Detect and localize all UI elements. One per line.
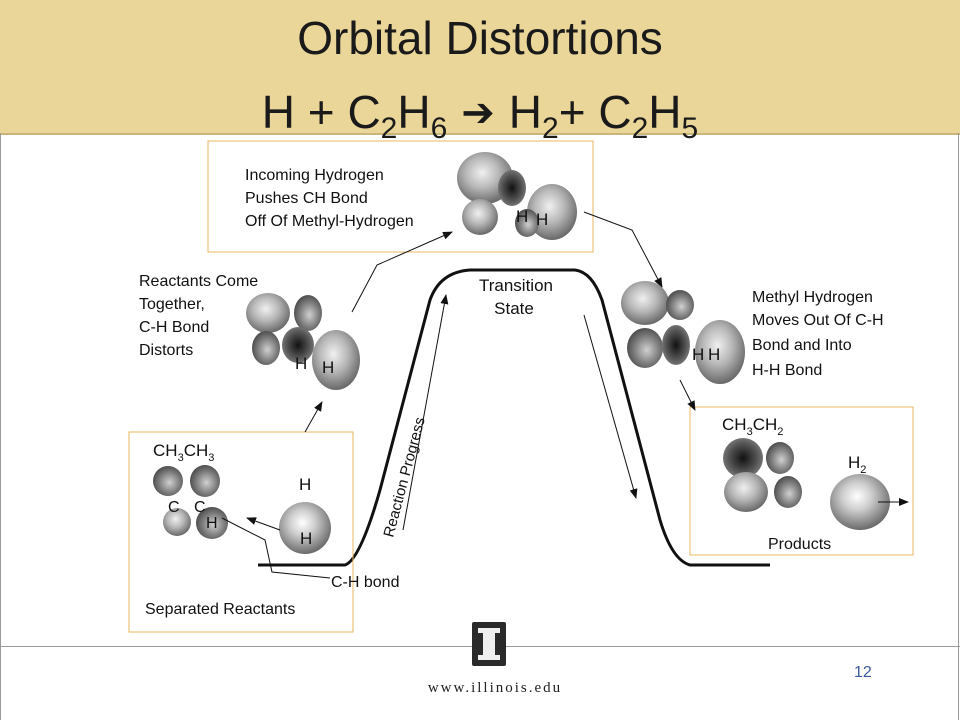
ethane-orbital: [153, 465, 228, 539]
transition-state-line1: Transition: [479, 276, 553, 295]
left-frame-line: [0, 133, 1, 720]
hydrogen-atom-orbital: [279, 502, 331, 554]
incoming-text-1: Incoming Hydrogen: [245, 167, 384, 184]
products-formula: CH3CH2: [722, 415, 783, 438]
arrow-to-reactants-come: [304, 401, 323, 433]
separated-formula: CH3CH3: [153, 441, 214, 464]
slide-title: Orbital Distortions: [297, 12, 663, 64]
reaction-equation: H + C2H6➔H2+ C2H5: [0, 82, 960, 145]
transition-state-line2: State: [494, 299, 534, 318]
methyl-hydrogen-orbital: [621, 281, 745, 384]
reactants-come-h2: H: [322, 358, 334, 377]
eq-sub: 2: [380, 112, 398, 145]
formula-sub: 3: [747, 426, 753, 438]
arrow-to-incoming: [351, 231, 453, 313]
formula-part: CH: [153, 441, 178, 460]
separated-reactants-box: [128, 431, 354, 633]
right-frame-line: [958, 133, 959, 720]
separated-h-small: H: [206, 515, 218, 532]
arrow-to-products: [679, 379, 696, 411]
incoming-text-3: Off Of Methyl-Hydrogen: [245, 213, 414, 230]
eq-sub: 6: [430, 112, 448, 145]
descent-arrow: [583, 314, 638, 499]
reaction-arrow-icon: ➔: [461, 91, 495, 135]
ethyl-orbital: [723, 438, 802, 512]
arrow-to-methyl-moves: [583, 211, 663, 288]
eq-part: H + C: [261, 86, 381, 138]
page-number: 12: [854, 664, 872, 681]
eq-sub: 2: [631, 112, 649, 145]
website-url: www.illinois.edu: [427, 680, 563, 696]
formula-part: CH: [184, 441, 209, 460]
reactants-come-text-2: Together,: [139, 296, 205, 313]
methyl-moves-text-3: Bond and Into: [752, 337, 852, 354]
methyl-moves-text-1: Methyl Hydrogen: [752, 289, 873, 306]
reactants-come-text-1: Reactants Come: [139, 273, 258, 290]
incoming-h1: H: [516, 207, 528, 226]
formula-sub: 3: [178, 452, 184, 464]
distorting-orbital: [246, 293, 360, 390]
university-logo: [472, 622, 506, 666]
eq-part: + C: [558, 86, 632, 138]
methyl-moves-text-2: Moves Out Of C-H: [752, 312, 884, 329]
h2-sub: 2: [860, 464, 866, 476]
reactants-come-text-3: C-H Bond: [139, 319, 209, 336]
transition-orbital: [457, 152, 577, 240]
formula-sub: 3: [208, 452, 214, 464]
h2-orbital: [830, 474, 890, 530]
methyl-moves-h1: H: [692, 345, 704, 364]
formula-sub: 2: [777, 426, 783, 438]
separated-c2: C: [194, 499, 206, 516]
eq-part: H: [508, 86, 543, 138]
reactants-come-h1: H: [295, 354, 307, 373]
eq-part: H: [397, 86, 431, 138]
h2-main: H: [848, 453, 860, 472]
eq-sub: 2: [542, 112, 559, 145]
formula-part: CH: [722, 415, 747, 434]
reaction-progress-arrow: [402, 294, 449, 531]
energy-curve: [258, 268, 770, 567]
separated-h-top: H: [299, 475, 311, 494]
separated-c1: C: [168, 499, 180, 516]
approach-arrow: [246, 517, 281, 531]
incoming-h2: H: [536, 210, 548, 229]
formula-part: CH: [753, 415, 778, 434]
products-box: [689, 406, 914, 556]
ch-bond-label: C-H bond: [331, 574, 399, 591]
incoming-text-2: Pushes CH Bond: [245, 190, 368, 207]
eq-sub: 5: [681, 112, 699, 145]
methyl-moves-h2: H: [708, 345, 720, 364]
eq-part: H: [648, 86, 682, 138]
products-h2-label: H2: [848, 453, 866, 476]
products-caption: Products: [768, 536, 831, 553]
incoming-hydrogen-box: [207, 140, 594, 253]
separated-h-bottom: H: [300, 529, 312, 548]
separated-caption: Separated Reactants: [145, 601, 295, 618]
reactants-come-text-4: Distorts: [139, 342, 193, 359]
ch-bond-pointer: [221, 517, 331, 579]
methyl-moves-text-4: H-H Bond: [752, 362, 822, 379]
title-banner: [0, 0, 960, 135]
